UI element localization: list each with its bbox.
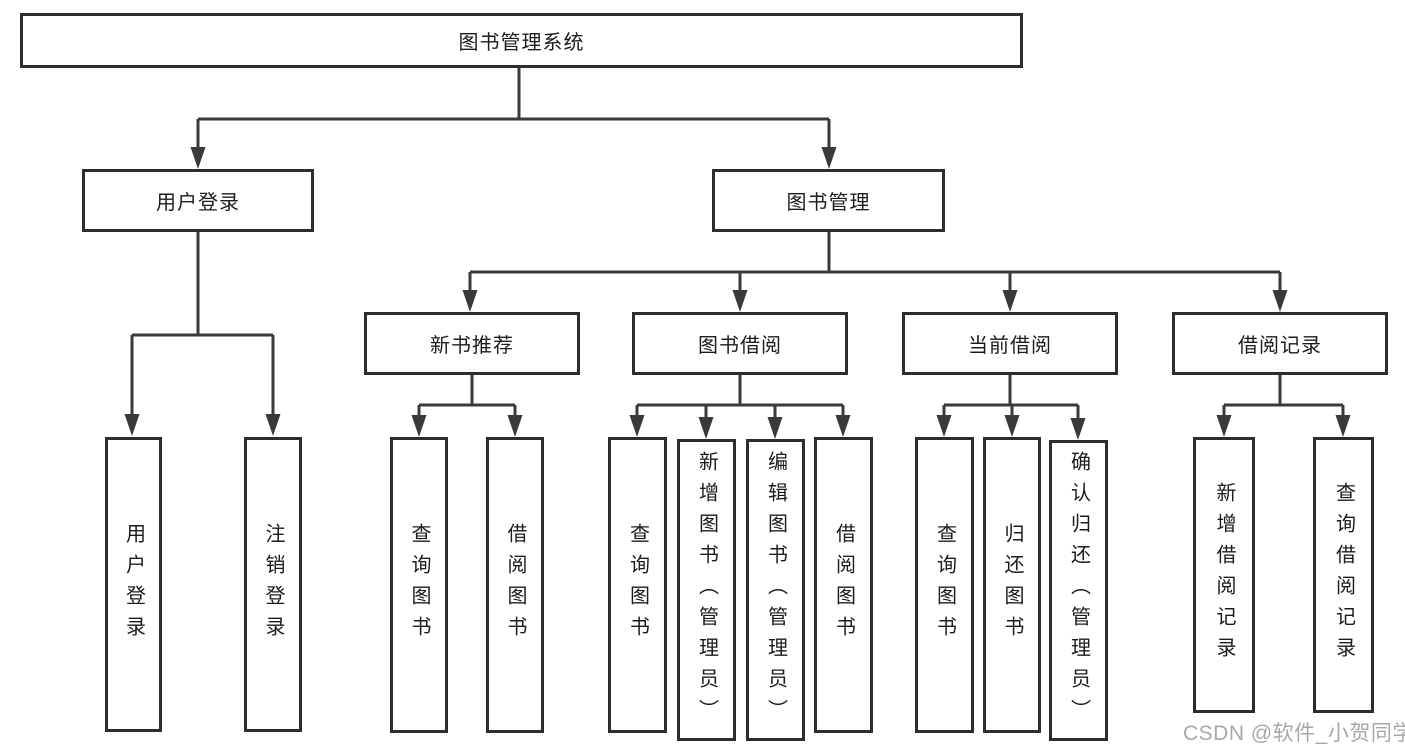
leaf-confirm-return-admin-label: 确认归还（管理员）: [1067, 451, 1090, 730]
arrow-down-icon: [1070, 418, 1086, 440]
leaf-query-book-2: 查询图书: [608, 437, 667, 733]
arrow-down-icon: [1002, 290, 1018, 312]
leaf-query-borrow-record: 查询借阅记录: [1313, 437, 1374, 713]
node-user-login-label: 用户登录: [156, 192, 240, 214]
connector-user-login-split: [130, 231, 275, 416]
leaf-confirm-return-admin: 确认归还（管理员）: [1049, 440, 1108, 741]
arrow-down-icon: [1216, 415, 1232, 437]
leaf-query-borrow-record-label: 查询借阅记录: [1332, 482, 1355, 668]
leaf-add-borrow-record: 新增借阅记录: [1193, 437, 1255, 713]
node-new-book-recommend: 新书推荐: [364, 312, 580, 375]
arrow-down-icon: [1335, 415, 1351, 437]
node-new-book-recommend-label: 新书推荐: [430, 335, 514, 357]
leaf-return-book-label: 归还图书: [1001, 523, 1023, 647]
leaf-query-book-3: 查询图书: [915, 437, 974, 733]
arrow-down-icon: [767, 417, 783, 439]
node-book-management: 图书管理: [712, 169, 945, 232]
leaf-user-login: 用户登录: [105, 437, 162, 732]
node-current-borrow-label: 当前借阅: [968, 335, 1052, 357]
arrow-down-icon: [936, 415, 952, 437]
leaf-return-book: 归还图书: [983, 437, 1041, 733]
arrow-down-icon: [1004, 415, 1020, 437]
leaf-borrow-book-1: 借阅图书: [486, 437, 544, 733]
leaf-borrow-book-2: 借阅图书: [814, 437, 873, 733]
leaf-edit-book-admin-label: 编辑图书（管理员）: [764, 450, 787, 730]
node-user-login: 用户登录: [82, 169, 314, 232]
connector-borrow-records-split: [1222, 374, 1345, 417]
arrow-down-icon: [732, 290, 748, 312]
arrow-down-icon: [124, 414, 140, 436]
node-current-borrow: 当前借阅: [902, 312, 1118, 375]
node-book-borrow-label: 图书借阅: [698, 335, 782, 357]
arrow-down-icon: [507, 415, 523, 437]
arrow-down-icon: [698, 417, 714, 439]
leaf-borrow-book-1-label: 借阅图书: [504, 523, 526, 647]
leaf-query-book-1-label: 查询图书: [408, 523, 430, 647]
arrow-down-icon: [462, 290, 478, 312]
node-borrow-records-label: 借阅记录: [1238, 335, 1322, 357]
arrow-down-icon: [411, 415, 427, 437]
leaf-add-book-admin: 新增图书（管理员）: [677, 439, 736, 741]
node-book-management-label: 图书管理: [786, 192, 871, 214]
arrow-down-icon: [1272, 290, 1288, 312]
leaf-add-book-admin-label: 新增图书（管理员）: [695, 450, 718, 730]
arrow-down-icon: [190, 147, 206, 169]
connector-book-mgmt-split: [468, 231, 1282, 292]
node-borrow-records: 借阅记录: [1172, 312, 1388, 375]
node-root: 图书管理系统: [20, 13, 1023, 68]
leaf-edit-book-admin: 编辑图书（管理员）: [746, 439, 805, 741]
connector-new-book-split: [417, 374, 517, 417]
leaf-borrow-book-2-label: 借阅图书: [832, 523, 855, 647]
arrow-down-icon: [835, 415, 851, 437]
arrow-down-icon: [629, 415, 645, 437]
arrow-down-icon: [821, 147, 837, 169]
arrow-down-icon: [265, 414, 281, 436]
node-book-borrow: 图书借阅: [632, 312, 848, 375]
csdn-watermark: CSDN @软件_小贺同学: [1183, 722, 1405, 745]
connector-root-split: [196, 66, 831, 149]
connector-current-borrow-split: [942, 374, 1080, 420]
leaf-add-borrow-record-label: 新增借阅记录: [1213, 482, 1235, 668]
leaf-query-book-1: 查询图书: [390, 437, 448, 733]
leaf-query-book-2-label: 查询图书: [626, 523, 649, 647]
leaf-user-login-label: 用户登录: [122, 522, 145, 647]
connector-book-borrow-split: [635, 374, 845, 419]
leaf-logout-label: 注销登录: [262, 522, 284, 647]
leaf-logout: 注销登录: [244, 437, 302, 732]
node-root-label: 图书管理系统: [458, 32, 585, 54]
leaf-query-book-3-label: 查询图书: [933, 523, 956, 647]
